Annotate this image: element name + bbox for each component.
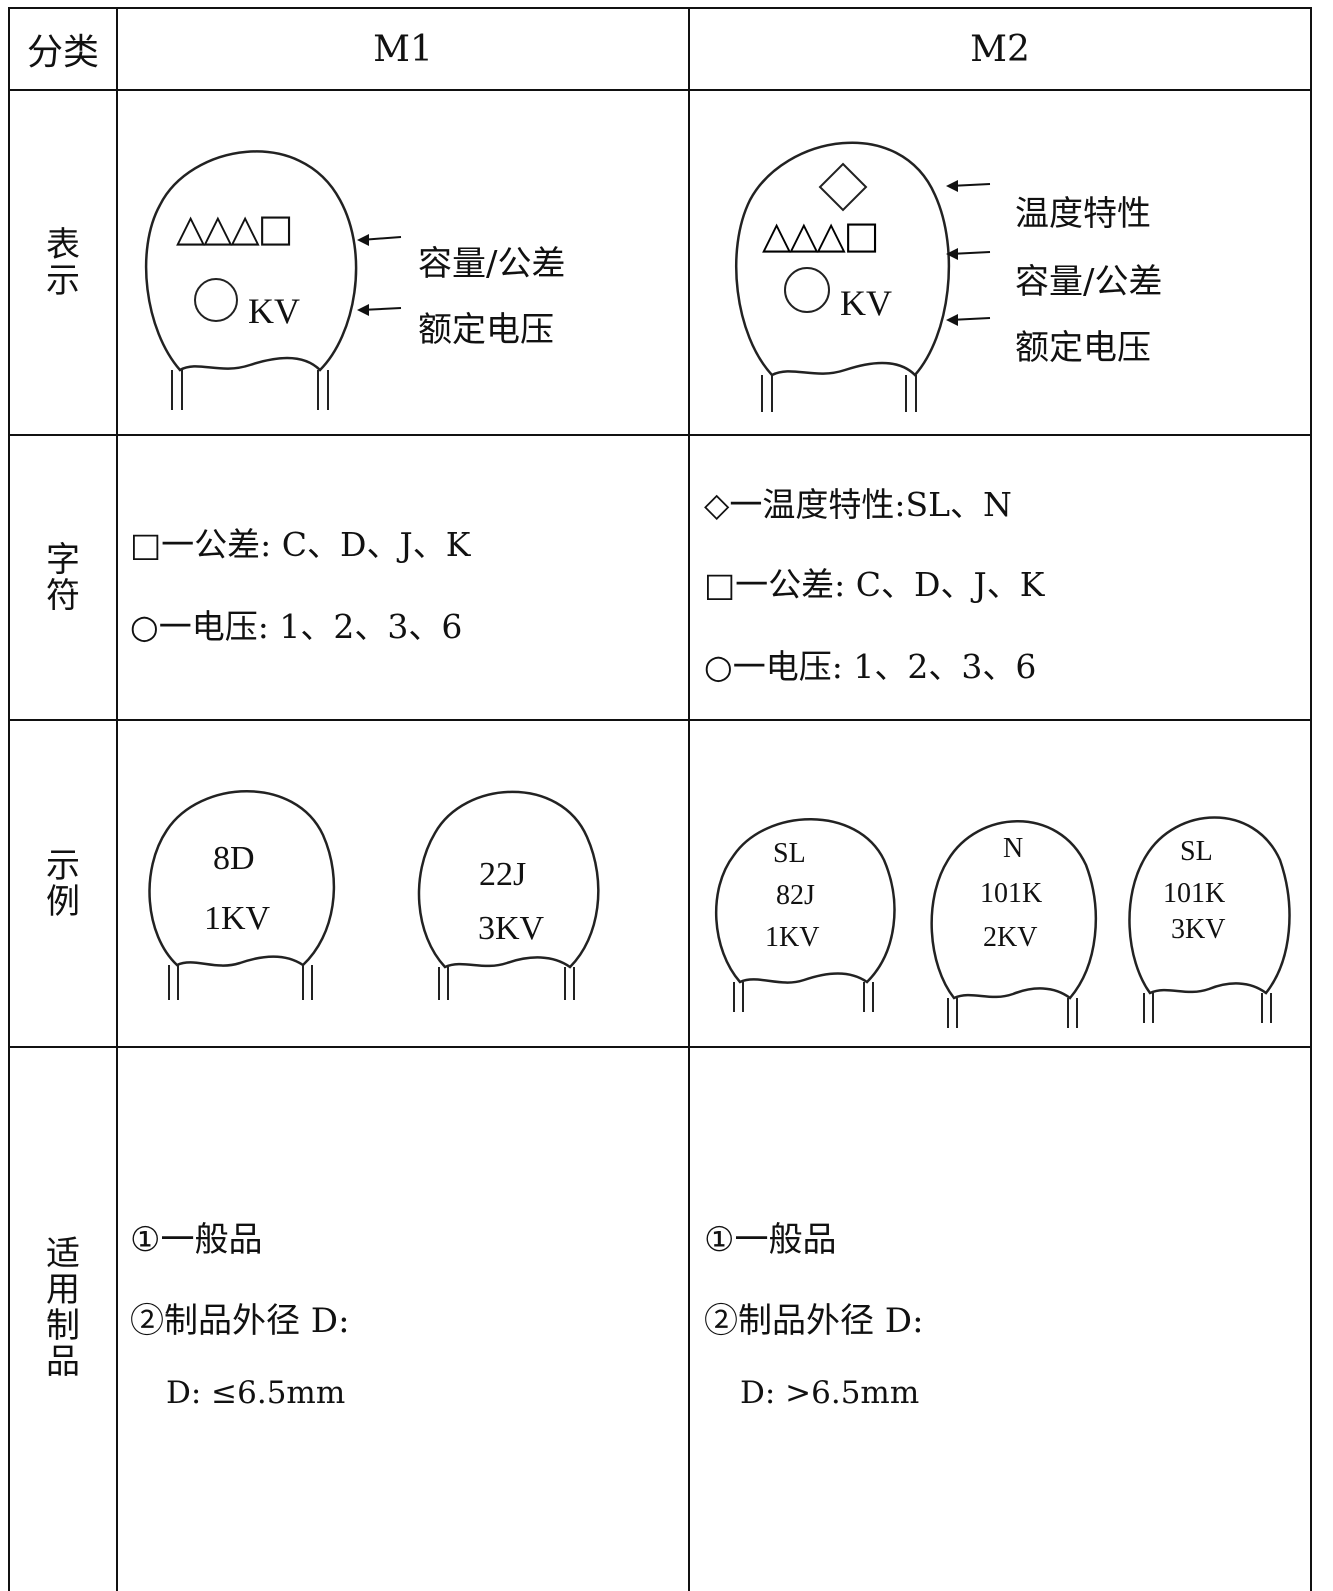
example-m2-2-line1: N (1003, 833, 1024, 864)
row-label-char: 示 (46, 260, 80, 301)
header-m1: M1 (373, 28, 433, 70)
row-label-char: 用 (46, 1270, 80, 1310)
example-m2-1-line1: SL (773, 838, 806, 869)
row-label-char: 品 (46, 1342, 80, 1382)
row-label-characters: 字 符 (10, 436, 116, 719)
example-m1-2-line2: 3KV (478, 910, 545, 947)
example-m2-1-line3: 1KV (765, 922, 820, 953)
arrow-left-icon (357, 304, 402, 316)
arrow-left-icon (357, 234, 402, 246)
svg-text:△△△□: △△△□ (762, 213, 878, 257)
example-chip-m2-3 (1128, 816, 1291, 1023)
example-m2-2-line2: 101K (980, 878, 1043, 909)
col-divider (116, 7, 118, 1591)
m1-kv: KV (248, 291, 300, 331)
example-chip-m2-1 (714, 818, 896, 1012)
example-m2-3-line1: SL (1180, 836, 1213, 867)
example-m1-1-line1: 8D (213, 840, 255, 877)
header-m2: M2 (970, 28, 1030, 70)
row-label-char: 例 (46, 881, 80, 922)
example-chip-m1-2 (417, 790, 600, 1000)
row-divider (8, 434, 1312, 436)
example-chip-m2-2 (930, 820, 1098, 1028)
m1-applicable-3: D: ≤6.5mm (166, 1375, 346, 1411)
capacitor-diagram-m1 (144, 150, 358, 410)
header-category: 分类 (26, 32, 99, 73)
row-divider (8, 719, 1312, 721)
m2-applicable-2: ②制品外径 D: (704, 1301, 924, 1341)
example-m1-1-line2: 1KV (204, 900, 271, 937)
row-label-char: 字 (46, 539, 80, 580)
col-divider (688, 7, 690, 1591)
row-label-char: 适 (46, 1234, 80, 1274)
m1-voltage-label: 额定电压 (418, 310, 554, 350)
row-label-representation: 表 示 (10, 91, 116, 434)
m1-applicable-1: ①一般品 (130, 1220, 263, 1260)
m2-kv: KV (840, 283, 892, 323)
example-m1-2-line1: 22J (479, 856, 527, 893)
m1-char-tolerance: □一公差: C、D、J、K (130, 525, 471, 564)
arrow-left-icon (946, 314, 991, 326)
table-border-right (1310, 7, 1312, 1591)
m2-applicable-3: D: >6.5mm (740, 1375, 920, 1411)
m2-char-voltage: ○一电压: 1、2、3、6 (704, 647, 1037, 686)
row-label-char: 示 (46, 845, 80, 886)
arrow-left-icon (946, 248, 991, 260)
m2-char-temp: ◇一温度特性:SL、N (704, 485, 1012, 524)
row-divider (8, 89, 1312, 91)
m2-applicable-1: ①一般品 (704, 1220, 837, 1260)
header-cell-m2: M2 (690, 9, 1310, 89)
row-label-applicable: 适 用 制 品 (10, 1048, 116, 1591)
row-label-char: 制 (46, 1306, 80, 1346)
m1-capacity-label: 容量/公差 (418, 244, 566, 284)
example-m2-3-line2: 101K (1163, 878, 1226, 909)
row-label-examples: 示 例 (10, 721, 116, 1046)
m1-applicable-2: ②制品外径 D: (130, 1301, 350, 1341)
header-cell-category: 分类 (10, 9, 116, 89)
m2-voltage-label: 额定电压 (1015, 328, 1151, 368)
m1-char-voltage: ○一电压: 1、2、3、6 (130, 607, 463, 646)
table-border-top (8, 7, 1312, 9)
table-border-left (8, 7, 10, 1591)
example-m2-2-line3: 2KV (983, 922, 1038, 953)
example-chip-m1-1 (148, 790, 336, 1000)
row-divider (8, 1046, 1312, 1048)
row-label-char: 表 (46, 224, 80, 265)
m1-symbols: △△△□ (176, 206, 294, 250)
example-m2-3-line3: 3KV (1171, 914, 1226, 945)
m2-capacity-label: 容量/公差 (1015, 262, 1163, 302)
example-m2-1-line2: 82J (776, 880, 815, 911)
header-cell-m1: M1 (118, 9, 688, 89)
arrow-left-icon (946, 180, 991, 192)
m2-char-tolerance: □一公差: C、D、J、K (704, 565, 1045, 604)
m2-temp-label: 温度特性 (1015, 194, 1151, 234)
capacitor-diagram-m2: △△△□ (734, 141, 951, 412)
row-label-char: 符 (46, 575, 80, 616)
